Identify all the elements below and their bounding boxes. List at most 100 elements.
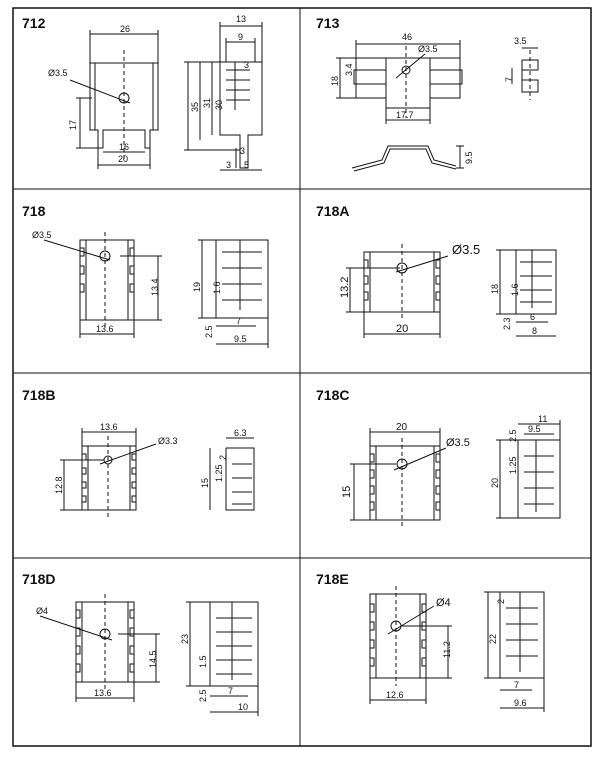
dim-outer: 8 <box>532 326 537 336</box>
dim-hole: Ø3.5 <box>446 437 470 449</box>
dim-height-3: 30 <box>214 100 224 110</box>
dim-left-height: 18 <box>330 76 340 86</box>
dim-foot: 2.5 <box>198 689 208 702</box>
bend-view: 9.5 <box>351 145 474 172</box>
dim-width: 13.6 <box>100 422 118 432</box>
dim-height: 13.2 <box>339 277 351 298</box>
dim-left-height: 17 <box>68 120 78 130</box>
dim-width: 20 <box>396 422 408 433</box>
dim-height: 12.8 <box>54 476 64 494</box>
dim-bottom-width: 17.7 <box>396 110 414 120</box>
dim-width: 13.6 <box>96 324 114 334</box>
front-view: Ø3.5 13.2 20 <box>339 242 480 338</box>
dim-height: 20 <box>490 478 500 488</box>
model-label: 718E <box>316 571 349 587</box>
front-view: Ø4 11.2 12.6 <box>369 586 452 704</box>
side-view: 23 1.5 2.5 7 10 <box>180 601 259 716</box>
dim-inner: 9 <box>238 32 243 42</box>
dim-outer: 10 <box>238 702 248 712</box>
dim-height-1: 35 <box>190 102 200 112</box>
front-view: 46 Ø3.5 18 3.4 17.7 <box>330 32 463 124</box>
dim-height: 13.4 <box>150 278 160 296</box>
dim-foot: 2.3 <box>502 317 512 330</box>
dim-outer: 9.5 <box>234 334 247 344</box>
dim-height-2: 31 <box>202 98 212 108</box>
dim-bend-height: 9.5 <box>464 151 474 164</box>
dim-hole: Ø4 <box>36 606 48 616</box>
dim-leg-a: 3 <box>240 146 245 156</box>
dim-outer: 9.6 <box>514 698 527 708</box>
dim-inner: 9.5 <box>528 424 541 434</box>
panel-718A: 718A Ø3.5 13.2 20 18 1.6 2.3 <box>316 203 557 338</box>
dim-hole: Ø3.3 <box>158 436 178 446</box>
dim-height: 15 <box>341 486 353 498</box>
dim-height: 19 <box>192 282 202 292</box>
dim-top: 6.3 <box>234 428 247 438</box>
dim-top-width: 46 <box>402 32 412 42</box>
dim-inner: 7 <box>514 680 519 690</box>
dim-height: 18 <box>490 284 500 294</box>
dim-top: 13 <box>236 14 246 24</box>
side-view: 18 1.6 2.3 6 8 <box>490 249 557 337</box>
dim-pitch: 1.25 <box>214 464 224 482</box>
dim-notch: 3.4 <box>344 63 354 76</box>
dim-small: 2.5 <box>508 429 518 442</box>
dim-width: 13.6 <box>94 688 112 698</box>
front-view: Ø3.5 20 15 <box>341 422 470 528</box>
dim-height: 15 <box>200 478 210 488</box>
dim-inner: 7 <box>228 686 233 696</box>
dim-bottom-width: 20 <box>118 154 128 164</box>
model-label: 718 <box>22 203 46 219</box>
front-view: Ø3.5 13.4 13.6 <box>32 230 162 338</box>
model-label: 718C <box>316 387 349 403</box>
dim-hole: Ø3.5 <box>32 230 52 240</box>
side-view: 2 22 7 9.6 <box>484 591 545 712</box>
dim-top-width: 26 <box>120 24 130 34</box>
dim-top: 11 <box>538 414 547 424</box>
dim-pitch: 1.5 <box>198 655 208 668</box>
model-label: 713 <box>316 15 340 31</box>
dim-pitch: 1.6 <box>510 283 520 296</box>
dim-width: 12.6 <box>386 690 404 700</box>
dim-pitch: 1.25 <box>508 456 518 474</box>
dim-leg-c: 5 <box>244 160 249 170</box>
front-view: 26 Ø3.5 17 16 20 <box>48 24 159 169</box>
panel-718C: 718C Ø3.5 20 15 11 9.5 <box>316 387 561 528</box>
panel-713: 713 46 Ø3.5 18 3.4 17.7 3.5 7 <box>316 15 539 172</box>
panel-718: 718 Ø3.5 13.4 13.6 19 1.6 2.5 <box>22 203 269 348</box>
dim-foot: 2.5 <box>204 325 214 338</box>
side-view: 11 9.5 2.5 20 1.25 <box>490 414 561 519</box>
dim-hole: Ø3.5 <box>452 242 480 257</box>
dim-leg-b: 3 <box>226 160 231 170</box>
dim-small: 2 <box>496 599 506 604</box>
dim-gap: 16 <box>119 142 129 152</box>
dim-height: 23 <box>180 634 190 644</box>
dim-height: 22 <box>488 634 498 644</box>
outer-frame <box>12 7 592 747</box>
dim-height: 11.2 <box>442 641 452 658</box>
model-label: 718B <box>22 387 55 403</box>
front-view: Ø3.3 13.6 12.8 <box>54 422 178 518</box>
dim-inner: 7 <box>236 316 241 326</box>
dim-hole: Ø3.5 <box>418 44 438 54</box>
model-label: 712 <box>22 15 46 31</box>
model-label: 718A <box>316 203 349 219</box>
dim-top: 3.5 <box>514 36 527 46</box>
side-view: 6.3 15 1.25 2 <box>200 428 255 511</box>
side-view: 19 1.6 2.5 7 9.5 <box>192 239 269 348</box>
dim-small: 2 <box>218 455 228 460</box>
panel-718B: 718B Ø3.3 13.6 12.8 6.3 15 1.25 <box>22 387 255 518</box>
panel-712: 712 26 Ø3.5 17 16 20 <box>22 14 263 171</box>
dim-hole: Ø3.5 <box>48 68 68 78</box>
dim-small: 3 <box>244 60 249 70</box>
dim-width: 20 <box>396 323 408 335</box>
dim-pitch: 1.6 <box>212 281 222 294</box>
dim-hole: Ø4 <box>436 597 451 609</box>
side-view: 3.5 7 <box>504 36 539 100</box>
front-view: Ø4 14.5 13.6 <box>36 594 160 702</box>
panel-718D: 718D Ø4 14.5 13.6 23 1.5 2.5 <box>22 571 259 716</box>
dim-height: 14.5 <box>148 650 158 668</box>
side-view: 13 9 3 35 31 30 3 3 5 <box>184 14 263 171</box>
